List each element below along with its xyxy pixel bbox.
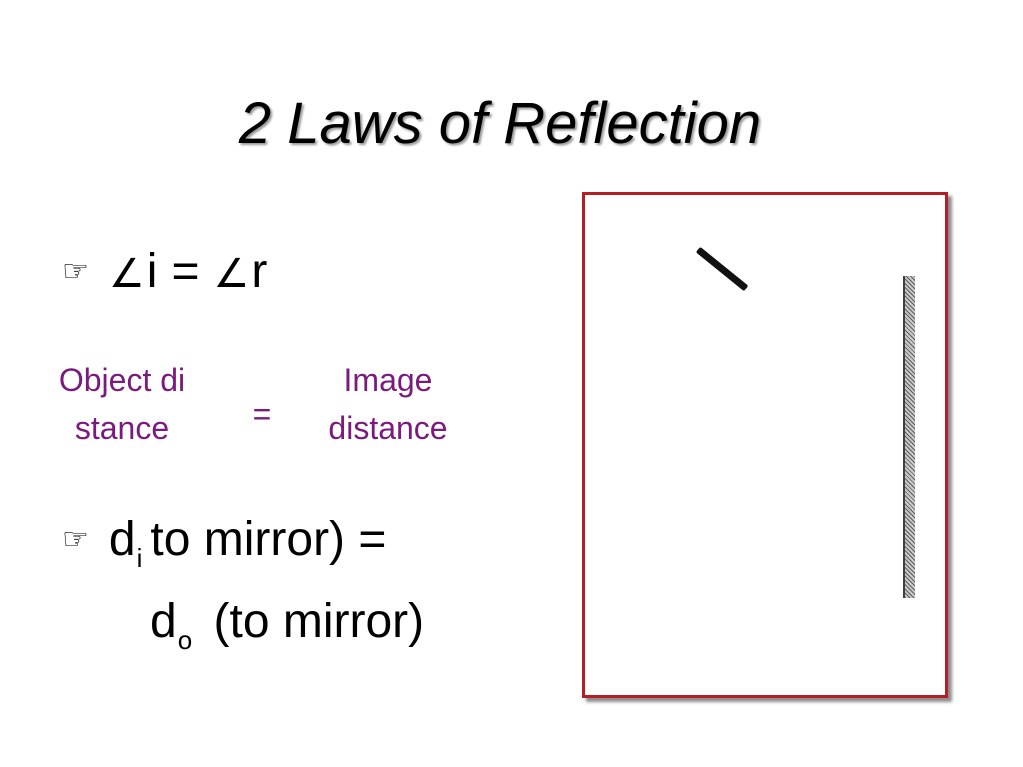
reflection-angle-var: r <box>251 245 268 298</box>
law-one-equals: = <box>171 245 200 298</box>
pointing-hand-icon: ☞ <box>62 522 89 557</box>
object-subscript: o <box>177 625 193 655</box>
law-two-line-two-text: (to mirror) <box>213 595 425 648</box>
law-one-bullet: ☞ ∠ i = ∠ r <box>62 244 267 299</box>
law-two-line-one-text: to mirror) = <box>150 513 387 566</box>
incidence-angle-var: i <box>146 245 158 298</box>
image-subscript: i <box>136 543 143 573</box>
image-distance-var: d <box>108 513 136 566</box>
angle-symbol-icon: ∠ <box>213 251 250 297</box>
mirror-icon <box>903 276 915 598</box>
slide-title: 2 Laws of Reflection <box>238 91 762 156</box>
pointing-hand-icon: ☞ <box>62 254 89 289</box>
angle-symbol-icon: ∠ <box>108 251 145 297</box>
reflection-diagram-frame <box>582 192 948 698</box>
law-two-line-two: do (to mirror) <box>150 594 425 655</box>
object-distance-var: d <box>150 595 177 648</box>
image-distance-label: Image distance <box>328 362 448 446</box>
object-distance-label: Object distance <box>58 362 186 446</box>
word-equation-equals: = <box>252 396 272 432</box>
